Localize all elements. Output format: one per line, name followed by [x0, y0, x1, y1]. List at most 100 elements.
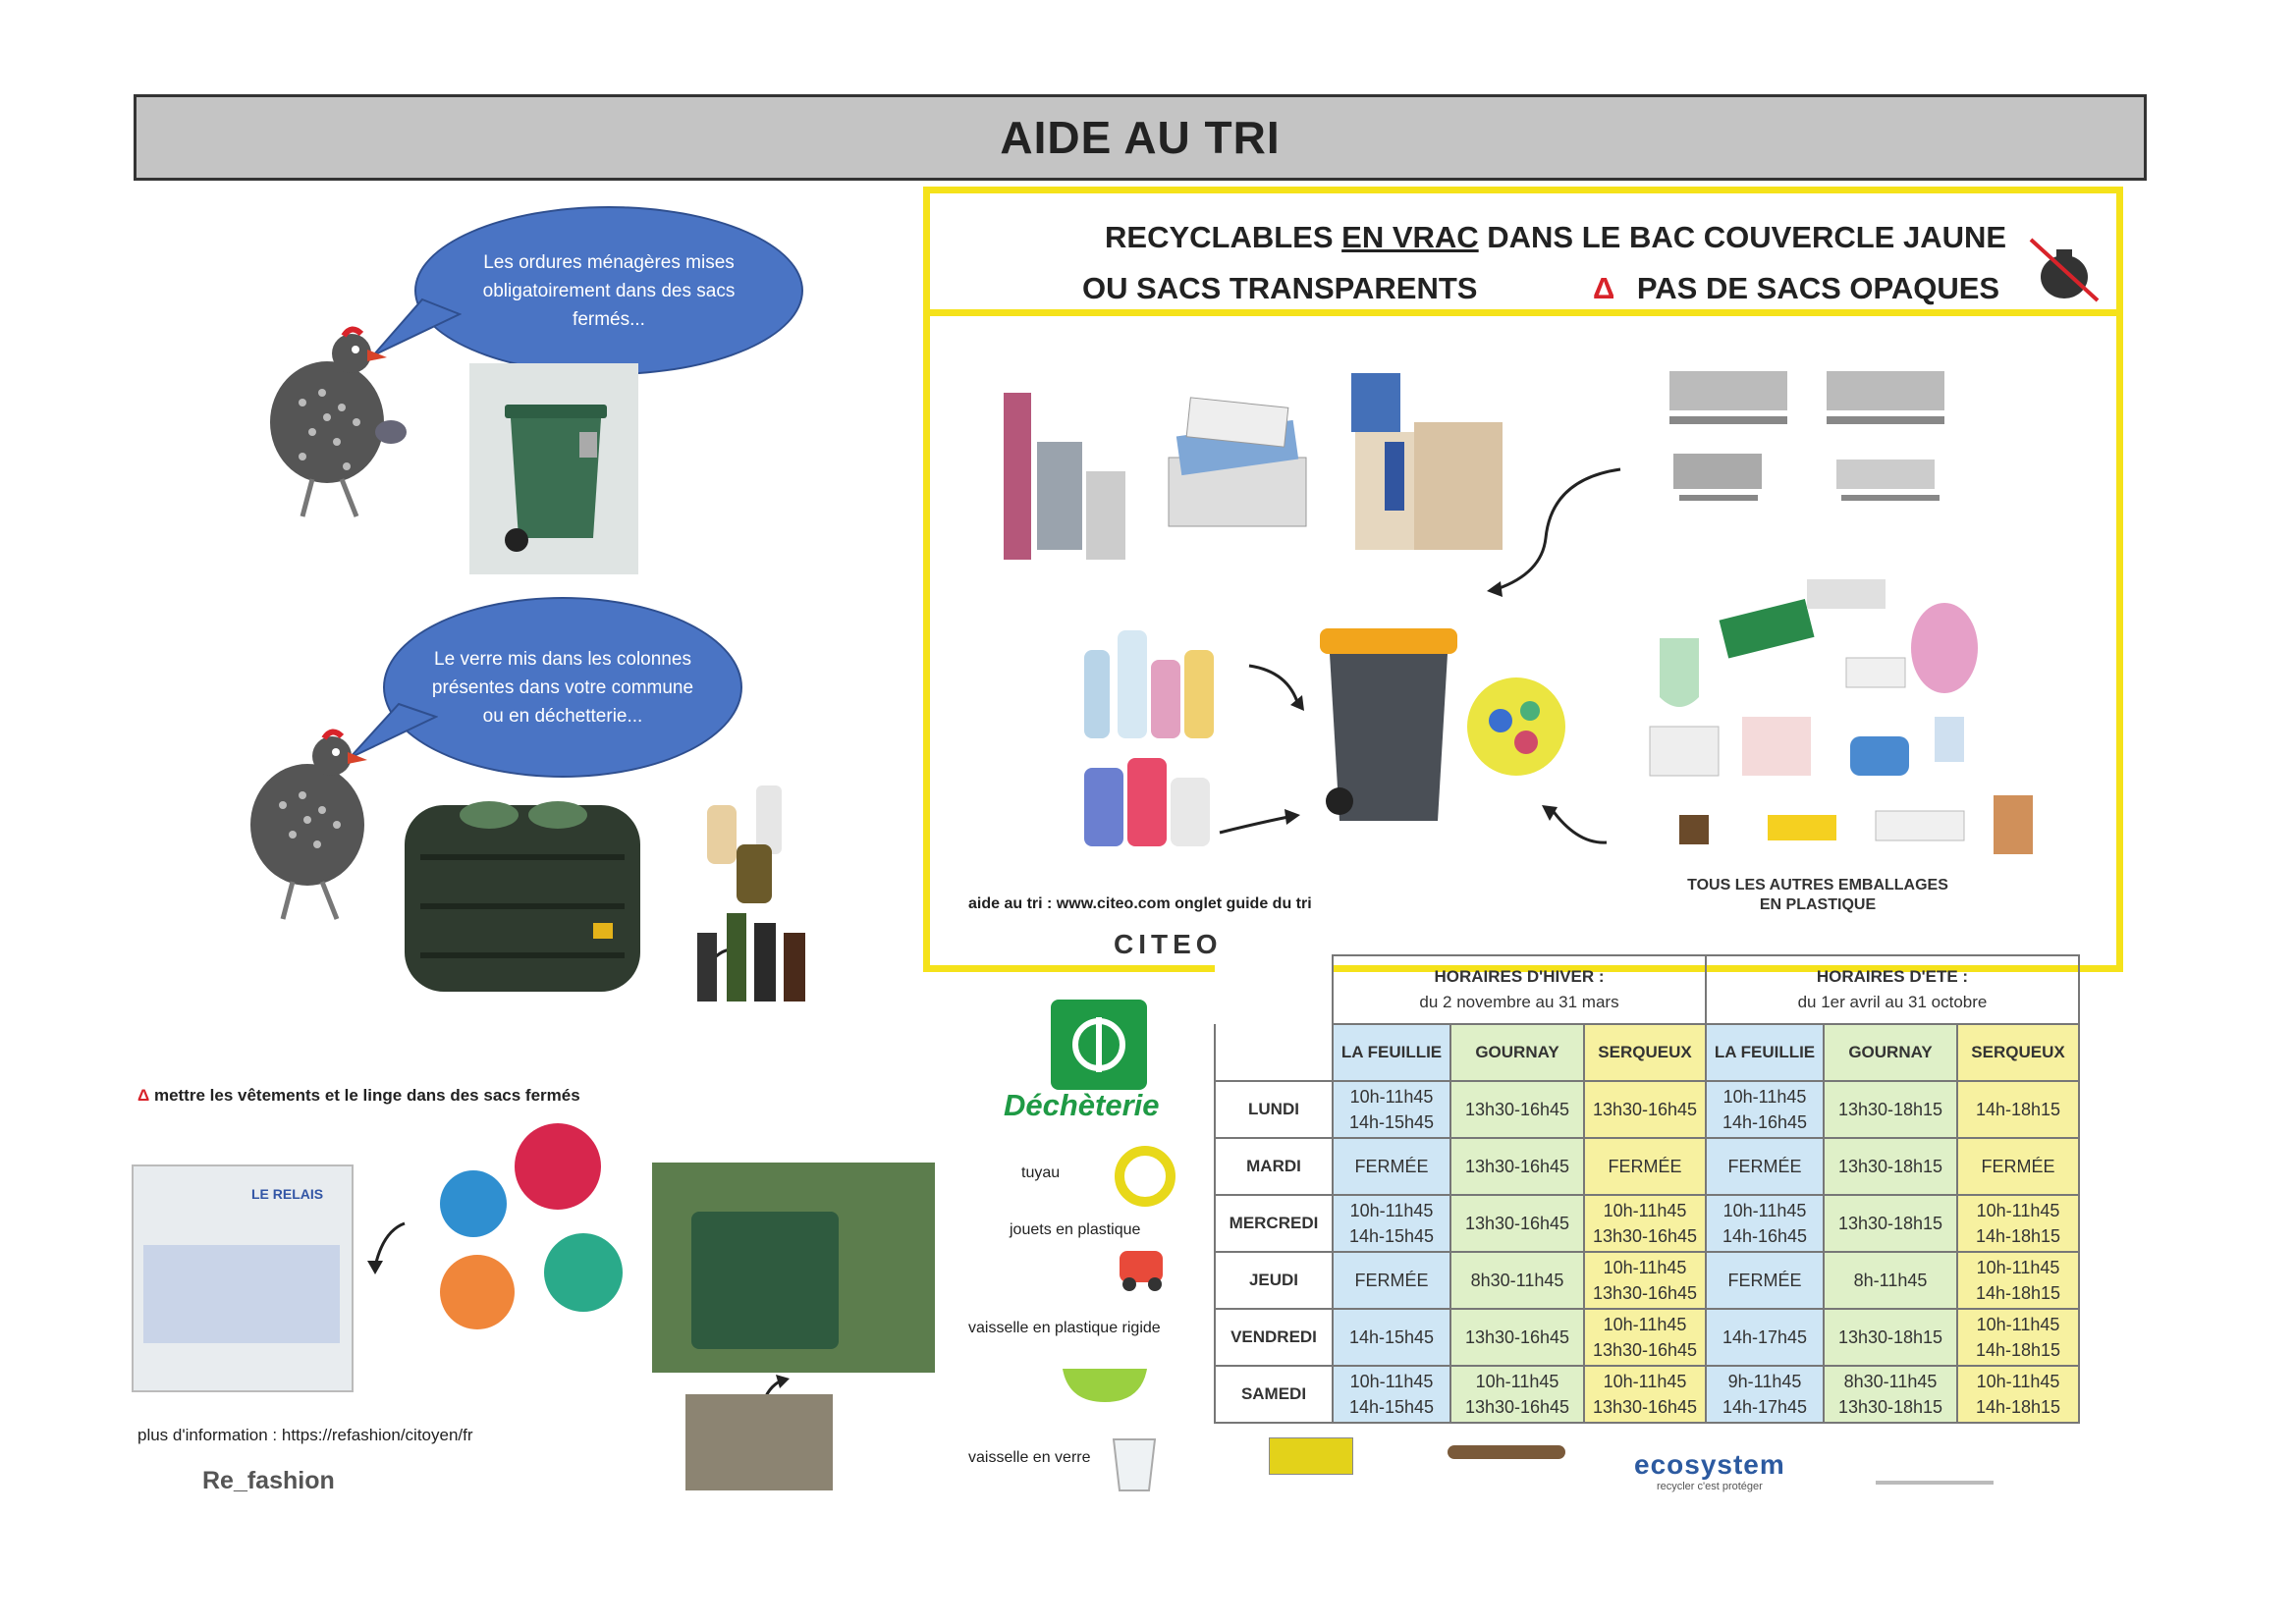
yellow-lid-bin-icon — [1320, 628, 1457, 821]
partner-logo-1 — [1269, 1437, 1353, 1475]
page-title: AIDE AU TRI — [1000, 112, 1281, 163]
plastic-bottles-icon — [1084, 630, 1214, 846]
schedule-cell: 13h30-18h15 — [1823, 1194, 1958, 1253]
arrow-icon — [1219, 809, 1300, 835]
yellow-bag-icon — [1467, 677, 1565, 776]
schedule-cell: 14h-18h15 — [1956, 1080, 2080, 1139]
glass-container-icon — [405, 801, 640, 992]
day-label: VENDREDI — [1214, 1308, 1334, 1367]
hose-icon — [1115, 1146, 1175, 1207]
column-header: LA FEUILLIE — [1705, 1023, 1825, 1082]
schedule-cell: 10h-11h45 14h-18h15 — [1956, 1365, 2080, 1424]
refashion-logo: Re_fashion — [202, 1467, 335, 1494]
citeo-logo: CITEO — [1114, 929, 1223, 959]
schedule-cell: 8h30-11h45 13h30-18h15 — [1823, 1365, 1958, 1424]
partner-logo-4 — [1876, 1449, 1994, 1485]
decheterie-label: Déchèterie — [1004, 1088, 1160, 1122]
chicken-mascot-icon — [250, 729, 367, 920]
schedule-cell: 13h30-16h45 — [1449, 1137, 1585, 1196]
textile-container-photo: LE RELAIS — [132, 1164, 354, 1392]
bubble-tail-glass — [350, 702, 438, 759]
food-waste-photo — [685, 1394, 833, 1490]
decheterie-item: vaisselle en plastique rigide — [968, 1320, 1161, 1336]
schedule-cell: 10h-11h45 13h30-16h45 — [1583, 1365, 1707, 1424]
arrow-icon — [367, 1221, 406, 1274]
metal-cans-icon — [1004, 393, 1125, 560]
schedule-cell: 10h-11h45 13h30-16h45 — [1583, 1308, 1707, 1367]
warning-icon: Δ — [1593, 271, 1615, 305]
arrow-icon — [1542, 805, 1608, 844]
cardboard-boxes-icon — [1351, 373, 1503, 550]
ecosystem-logo: ecosystem recycler c'est protéger — [1634, 1449, 1785, 1492]
schedule-cell: 13h30-18h15 — [1823, 1137, 1958, 1196]
arrow-icon — [1487, 467, 1621, 597]
decheterie-item: vaisselle en verre — [968, 1449, 1091, 1466]
partner-logo-2 — [1448, 1445, 1565, 1459]
summer-header: HORAIRES D'ETE : du 1er avril au 31 octo… — [1705, 954, 2080, 1025]
chicken-mascot-icon — [270, 326, 407, 517]
schedule-cell: FERMÉE — [1332, 1251, 1451, 1310]
schedule-cell: 13h30-18h15 — [1823, 1080, 1958, 1139]
schedule-cell: 10h-11h45 14h-15h45 — [1332, 1365, 1451, 1424]
bubble-tail-household — [373, 298, 462, 356]
schedule-cell: 10h-11h45 14h-15h45 — [1332, 1080, 1451, 1139]
schedule-cell: 13h30-16h45 — [1583, 1080, 1707, 1139]
day-label: LUNDI — [1214, 1080, 1334, 1139]
schedule-cell: 13h30-16h45 — [1449, 1308, 1585, 1367]
schedule-cell: FERMÉE — [1956, 1137, 2080, 1196]
green-bin-icon — [505, 405, 607, 552]
schedule-cell: FERMÉE — [1332, 1137, 1451, 1196]
glass-cup-icon — [1112, 1438, 1157, 1491]
schedule-cell: 13h30-16h45 — [1449, 1194, 1585, 1253]
schedule-cell: 9h-11h45 14h-17h45 — [1705, 1365, 1825, 1424]
speech-bubble-household: Les ordures ménagères mises obligatoirem… — [414, 206, 803, 375]
citeo-help-link[interactable]: aide au tri : www.citeo.com onglet guide… — [968, 895, 1312, 912]
schedule-cell: 10h-11h45 13h30-16h45 — [1449, 1365, 1585, 1424]
schedule-cell: 10h-11h45 14h-18h15 — [1956, 1251, 2080, 1310]
textile-bin-label: LE RELAIS — [251, 1186, 324, 1202]
schedule-cell: 8h-11h45 — [1823, 1251, 1958, 1310]
schedule-cell: FERMÉE — [1705, 1137, 1825, 1196]
decheterie-item: tuyau — [1021, 1164, 1061, 1181]
schedule-cell: 10h-11h45 14h-16h45 — [1705, 1080, 1825, 1139]
schedule-cell: 14h-17h45 — [1705, 1308, 1825, 1367]
day-label: MARDI — [1214, 1137, 1334, 1196]
recyclables-panel-divider — [923, 309, 2123, 316]
arrow-icon — [1248, 664, 1304, 711]
schedule-cell: 10h-11h45 14h-18h15 — [1956, 1308, 2080, 1367]
compost-photo — [652, 1163, 935, 1373]
textile-circles-icon — [440, 1123, 623, 1329]
column-header: GOURNAY — [1823, 1023, 1958, 1082]
schedule-cell: 13h30-18h15 — [1823, 1308, 1958, 1367]
column-header: SERQUEUX — [1583, 1023, 1707, 1082]
schedule-cell: 10h-11h45 14h-18h15 — [1956, 1194, 2080, 1253]
household-bin-photo — [469, 363, 638, 574]
textile-info-link[interactable]: plus d'information : https://refashion/c… — [137, 1426, 473, 1444]
schedule-cell: 14h-15h45 — [1332, 1308, 1451, 1367]
winter-header: HORAIRES D'HIVER : du 2 novembre au 31 m… — [1332, 954, 1707, 1025]
newspapers-icon — [1168, 397, 1307, 527]
day-label: JEUDI — [1214, 1251, 1334, 1310]
textile-note: Δ mettre les vêtements et le linge dans … — [137, 1086, 580, 1105]
toy-icon — [1120, 1251, 1163, 1291]
column-header: SERQUEUX — [1956, 1023, 2080, 1082]
decheterie-item: jouets en plastique — [1010, 1221, 1141, 1238]
small-packaging-icon — [1669, 371, 1944, 501]
no-opaque-bag-icon — [2029, 238, 2100, 302]
speech-bubble-glass: Le verre mis dans les colonnes présentes… — [383, 597, 742, 778]
schedule-cell: 10h-11h45 14h-15h45 — [1332, 1194, 1451, 1253]
schedule-table: HORAIRES D'HIVER : du 2 novembre au 31 m… — [1214, 954, 2080, 1424]
day-label: SAMEDI — [1214, 1365, 1334, 1424]
schedule-cell: 10h-11h45 13h30-16h45 — [1583, 1251, 1707, 1310]
schedule-cell: FERMÉE — [1583, 1137, 1707, 1196]
recyclables-header-line2: OU SACS TRANSPARENTS — [1082, 271, 1478, 305]
schedule-cell: 8h30-11h45 — [1449, 1251, 1585, 1310]
recyclables-warning: Δ PAS DE SACS OPAQUES — [1593, 271, 2000, 305]
decheterie-logo-icon — [1051, 1000, 1147, 1090]
